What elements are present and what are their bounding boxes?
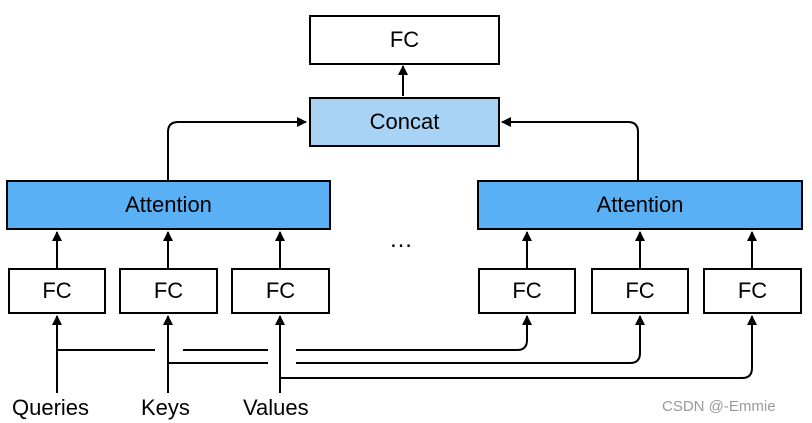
ellipsis: … [389,226,415,253]
attention-box-right: Attention [477,180,803,230]
fc-box-right-queries: FC [478,268,576,314]
concat-box: Concat [309,97,500,147]
keys-branch-to-right-fc [296,315,645,364]
attention-box-left: Attention [6,180,331,230]
values-label: Values [243,395,309,420]
fc-box-left-keys: FC [119,268,218,314]
watermark: CSDN @-Emmie [662,398,776,415]
fc-box-right-values: FC [703,268,802,314]
queries-branch-to-right-fc [296,315,532,351]
queries-label: Queries [12,395,90,420]
keys-label: Keys [141,395,190,420]
fc-box-right-keys: FC [591,268,689,314]
fc-box-left-queries: FC [8,268,106,314]
top-fc-box: FC [309,15,500,65]
values-branch-to-right-fc [280,315,757,379]
arrow-right-attention-to-concat [501,117,639,180]
arrow-left-attention-to-concat [167,117,307,180]
fc-box-left-values: FC [231,268,330,314]
